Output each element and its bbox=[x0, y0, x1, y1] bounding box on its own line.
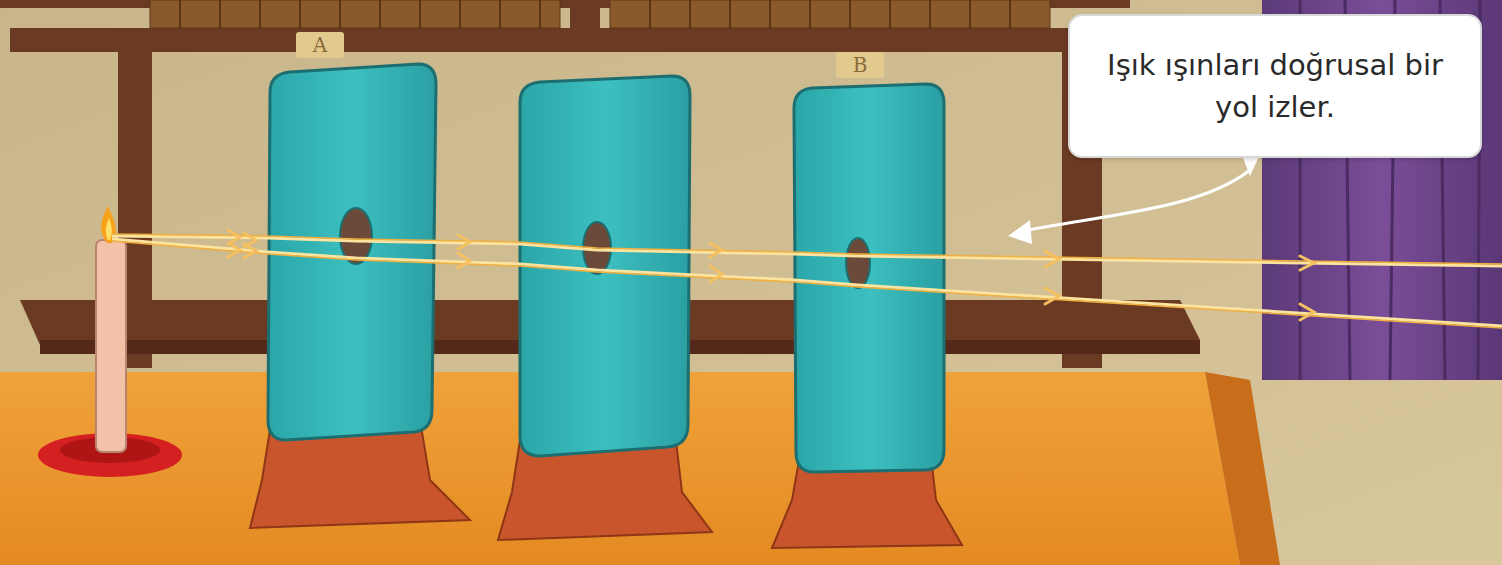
plate-label: B bbox=[836, 52, 884, 78]
callout-bubble: Işık ışınları doğrusal bir yol izler. bbox=[1068, 14, 1482, 158]
plaque bbox=[836, 52, 884, 78]
candle bbox=[96, 240, 126, 452]
plate-label: A bbox=[296, 32, 344, 58]
light-ray-edge bbox=[112, 234, 1502, 328]
leader-line bbox=[1018, 170, 1250, 232]
callout-text: Işık ışınları doğrusal bir yol izler. bbox=[1092, 44, 1458, 128]
books bbox=[150, 0, 1050, 28]
table-edge bbox=[1205, 372, 1280, 565]
screen-plate bbox=[268, 64, 944, 472]
leader-arrowhead bbox=[1008, 220, 1032, 244]
plaque bbox=[296, 32, 344, 58]
light-ray bbox=[112, 236, 1502, 326]
ray-arrowhead bbox=[228, 230, 1314, 320]
book-spines bbox=[180, 0, 1010, 28]
candle-flame bbox=[106, 218, 112, 240]
